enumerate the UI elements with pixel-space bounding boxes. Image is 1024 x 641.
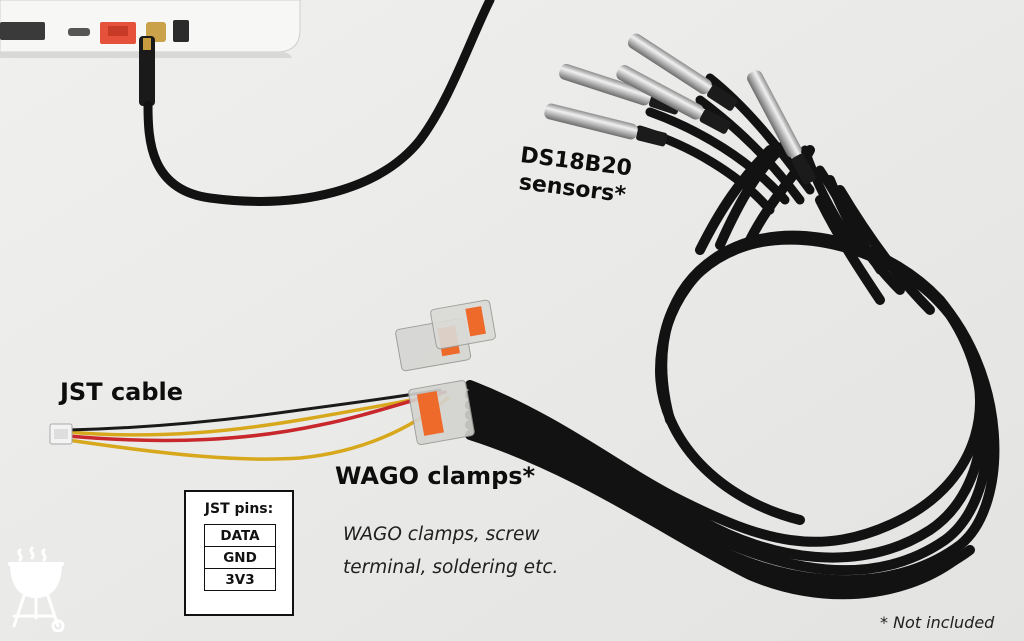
jst-pins-table: DATA GND 3V3: [204, 524, 276, 591]
jst-pins-title: JST pins:: [204, 501, 274, 517]
wago-clamps: [395, 299, 496, 446]
wago-clamps-label: WAGO clamps*: [335, 462, 536, 490]
note-line1: WAGO clamps, screw: [343, 524, 540, 545]
jst-wires: [66, 388, 450, 461]
power-cable: [139, 0, 495, 206]
jst-cable-label: JST cable: [60, 378, 184, 406]
pin-data: DATA: [204, 524, 276, 547]
alternatives-note: WAGO clamps, screw terminal, soldering e…: [343, 518, 558, 584]
jst-pins-box: JST pins: DATA GND 3V3: [184, 490, 294, 616]
pin-3v3: 3V3: [204, 568, 276, 591]
bbq-grill-icon: [8, 546, 65, 632]
pin-gnd: GND: [204, 546, 276, 569]
note-line2: terminal, soldering etc.: [343, 557, 559, 578]
jst-connector: [49, 423, 73, 445]
ds18b20-probes: [544, 33, 816, 185]
not-included-note: * Not included: [880, 613, 995, 632]
